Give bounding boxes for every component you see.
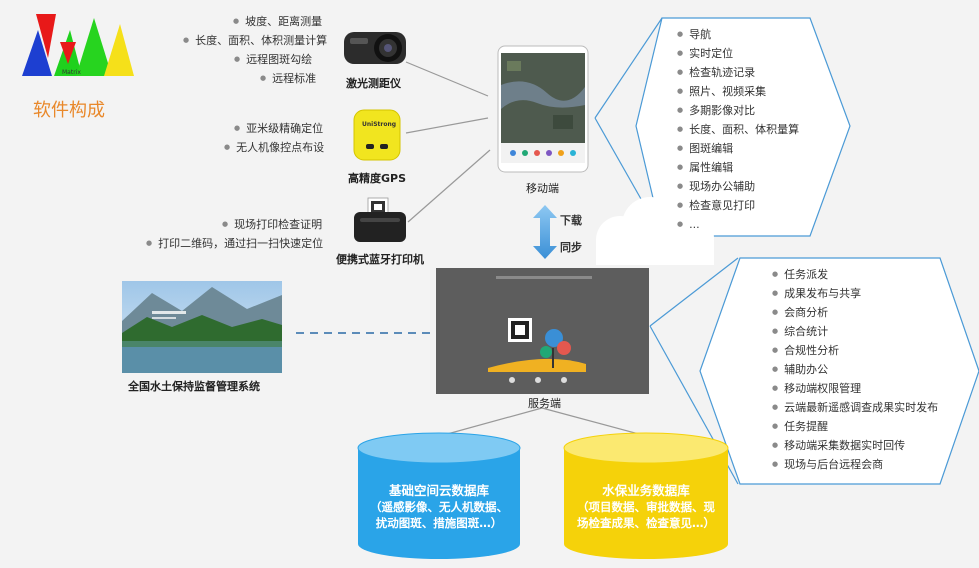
- mobile-feature: 照片、视频采集: [677, 84, 766, 99]
- server-feature: 云端最新遥感调查成果实时发布: [772, 400, 938, 415]
- server-feature: 任务派发: [772, 267, 828, 282]
- business-database-cylinder: [563, 432, 729, 559]
- mobile-feature: 导航: [677, 27, 711, 42]
- laser-bullet: 坡度、距离测量: [233, 14, 322, 29]
- gps-bullet: 无人机像控点布设: [224, 140, 324, 155]
- national-system-label: 全国水土保持监督管理系统: [128, 380, 260, 393]
- laser-rangefinder-icon: [344, 32, 406, 64]
- cloud-database-line: 扰动图斑、措施图斑…）: [375, 516, 503, 530]
- printer-bullet: 打印二维码，通过扫一扫快速定位: [146, 236, 323, 251]
- server-feature: 成果发布与共享: [772, 286, 861, 301]
- gps-label: 高精度GPS: [348, 172, 407, 185]
- mobile-feature: 长度、面积、体积量算: [677, 122, 799, 137]
- mobile-feature: 图斑编辑: [677, 141, 733, 156]
- server-feature: 移动端权限管理: [772, 381, 861, 396]
- national-system-screenshot: [122, 281, 282, 373]
- laser-bullet: 远程图斑勾绘: [234, 52, 312, 67]
- laser-bullet: 长度、面积、体积测量计算: [183, 33, 327, 48]
- mobile-feature: 多期影像对比: [677, 103, 755, 118]
- mobile-feature: 现场办公辅助: [677, 179, 755, 194]
- mobile-feature: ...: [677, 217, 700, 232]
- cloud-database-title: 基础空间云数据库: [388, 483, 489, 498]
- mobile-feature: 属性编辑: [677, 160, 733, 175]
- printer-bullet: 现场打印检查证明: [222, 217, 322, 232]
- cloud-database-cylinder: [357, 432, 521, 559]
- server-screenshot: [436, 268, 649, 394]
- printer-label: 便携式蓝牙打印机: [336, 253, 424, 266]
- mobile-feature: 检查意见打印: [677, 198, 755, 213]
- mobile-label: 移动端: [526, 182, 559, 195]
- server-feature: 任务提醒: [772, 419, 828, 434]
- cloud-database-text: 基础空间云数据库 （遥感影像、无人机数据、 扰动图斑、措施图斑…）: [357, 483, 521, 531]
- business-database-title: 水保业务数据库: [602, 483, 690, 498]
- server-feature: 辅助办公: [772, 362, 828, 377]
- server-feature: 合规性分析: [772, 343, 839, 358]
- page-title: 软件构成: [33, 100, 105, 121]
- server-feature: 现场与后台远程会商: [772, 457, 883, 472]
- mobile-feature: 检查轨迹记录: [677, 65, 755, 80]
- server-feature: 会商分析: [772, 305, 828, 320]
- download-label: 下载: [560, 214, 582, 227]
- cloud-icon: [596, 197, 714, 265]
- gps-brand: UniStrong: [362, 121, 397, 128]
- server-features-panel: [699, 257, 979, 485]
- business-database-line: （项目数据、审批数据、现: [577, 500, 715, 514]
- gps-receiver-icon: [353, 109, 401, 161]
- business-database-line: 场检查成果、检查意见…）: [577, 516, 715, 530]
- cloud-database-line: （遥感影像、无人机数据、: [370, 500, 508, 514]
- laser-bullet: 远程标准: [260, 71, 316, 86]
- laser-label: 激光测距仪: [346, 77, 401, 90]
- server-label: 服务端: [528, 397, 561, 410]
- gps-bullet: 亚米级精确定位: [234, 121, 323, 136]
- tablet-device: [497, 45, 589, 173]
- bluetooth-printer-icon: [354, 197, 406, 242]
- matrix-logo: [22, 14, 134, 76]
- business-database-text: 水保业务数据库 （项目数据、审批数据、现 场检查成果、检查意见…）: [563, 483, 729, 531]
- sync-arrow-icon: [533, 205, 557, 259]
- mobile-feature: 实时定位: [677, 46, 733, 61]
- logo-text: Matrix: [62, 69, 81, 76]
- server-feature: 移动端采集数据实时回传: [772, 438, 905, 453]
- sync-label: 同步: [560, 241, 582, 254]
- server-feature: 综合统计: [772, 324, 828, 339]
